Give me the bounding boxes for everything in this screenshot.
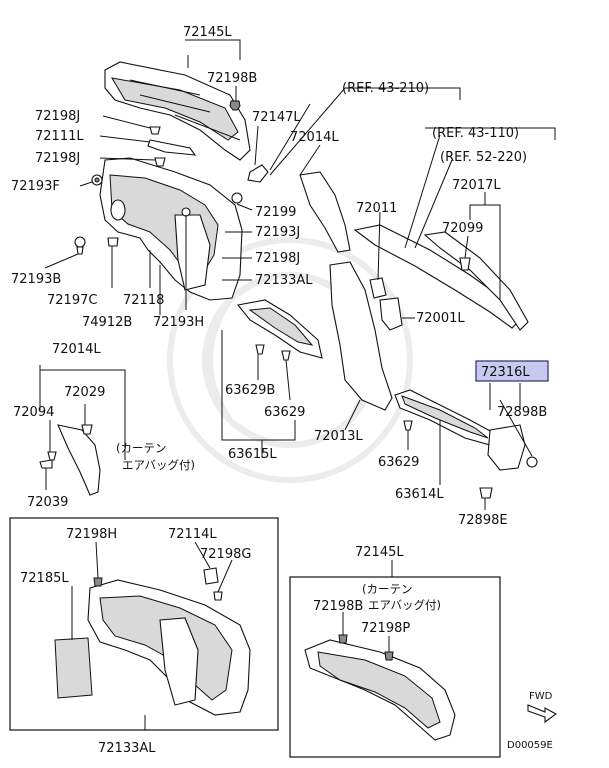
roof-rail-trim-72017L[interactable] — [353, 224, 529, 331]
bracket-72114L[interactable] — [203, 567, 219, 585]
clip-63629-b[interactable] — [403, 420, 413, 431]
highlight-72316L[interactable] — [475, 360, 549, 382]
clip-72898E[interactable] — [479, 487, 493, 499]
clip-72039[interactable] — [39, 459, 53, 469]
clip-72198J-b[interactable] — [154, 157, 166, 167]
clip-63629B[interactable] — [255, 344, 265, 355]
pillar-trim-72014L[interactable] — [299, 171, 351, 253]
label-63629-a[interactable]: 63629 — [264, 405, 305, 420]
inset-leaders-right — [342, 560, 393, 652]
clip-72898B[interactable] — [526, 456, 538, 468]
center-pillar-trim-72013L[interactable] — [329, 261, 393, 411]
inset-box-72145L — [289, 576, 501, 758]
ref-52-220: (REF. 52-220) — [440, 150, 527, 165]
label-63629B[interactable]: 63629B — [225, 383, 275, 398]
label-72193B[interactable]: 72193B — [11, 272, 61, 287]
label-72111L[interactable]: 72111L — [35, 129, 84, 144]
label-72198J-b[interactable]: 72198J — [35, 151, 80, 166]
label-63629-b[interactable]: 63629 — [378, 455, 419, 470]
bracket-72316L[interactable] — [487, 424, 526, 471]
reference-labels: (REF. 43-210) (REF. 43-110) (REF. 52-220… — [342, 81, 527, 165]
label-63615L[interactable]: 63615L — [228, 447, 277, 462]
label-72011[interactable]: 72011 — [356, 201, 397, 216]
inset-leaders-left — [71, 541, 233, 730]
label-72316L[interactable]: 72316L — [481, 365, 530, 380]
ref-43-110: (REF. 43-110) — [432, 126, 519, 141]
part-labels: 72145L 72198B 72147L 72198J 72111L 72198… — [11, 25, 549, 756]
label-72185L[interactable]: 72185L — [20, 571, 69, 586]
label-72198G[interactable]: 72198G — [200, 547, 251, 562]
note-curtain-airbag-left-1: (カーテン — [116, 441, 167, 455]
screw-72193F[interactable] — [91, 174, 103, 186]
label-72193F[interactable]: 72193F — [11, 179, 60, 194]
label-72198B-bottom[interactable]: 72198B — [313, 599, 363, 614]
diagram-code: D00059E — [507, 740, 553, 751]
scuff-plate-63615L[interactable] — [236, 299, 323, 359]
label-72198H[interactable]: 72198H — [66, 527, 117, 542]
label-72193H[interactable]: 72193H — [153, 315, 204, 330]
clip-72198G[interactable] — [213, 591, 223, 601]
fwd-label: FWD — [529, 691, 553, 702]
label-72898E[interactable]: 72898E — [458, 513, 508, 528]
clip-72193B[interactable] — [74, 236, 86, 255]
clip-72099[interactable] — [459, 257, 471, 271]
fwd-arrow-icon — [527, 704, 558, 724]
label-72145L-top[interactable]: 72145L — [183, 25, 232, 40]
clip-72198B-bottom[interactable] — [338, 634, 348, 644]
label-72145L-bottom[interactable]: 72145L — [355, 545, 404, 560]
clip-72198P[interactable] — [384, 651, 394, 661]
label-63614L[interactable]: 63614L — [395, 487, 444, 502]
label-72013L[interactable]: 72013L — [314, 429, 363, 444]
label-72039[interactable]: 72039 — [27, 495, 68, 510]
label-72014L-left[interactable]: 72014L — [52, 342, 101, 357]
note-curtain-airbag-box-2: エアバッグ付) — [368, 598, 441, 612]
label-72133AL-bottom[interactable]: 72133AL — [98, 741, 156, 756]
label-72029[interactable]: 72029 — [64, 385, 105, 400]
inset-box-72133AL — [9, 517, 279, 731]
label-72147L[interactable]: 72147L — [252, 110, 301, 125]
note-curtain-airbag-box-1: (カーテン — [362, 582, 413, 596]
label-72898B[interactable]: 72898B — [497, 405, 547, 420]
bracket-72147L[interactable] — [247, 164, 269, 183]
clip-63629-a[interactable] — [281, 350, 291, 361]
label-72198P[interactable]: 72198P — [361, 621, 410, 636]
bracket-72001L[interactable] — [379, 297, 403, 331]
clip-72198J-a[interactable] — [149, 126, 161, 135]
label-72094[interactable]: 72094 — [13, 405, 54, 420]
label-72199[interactable]: 72199 — [255, 205, 296, 220]
clip-72094[interactable] — [47, 451, 57, 461]
label-72197C[interactable]: 72197C — [47, 293, 97, 308]
label-74912B[interactable]: 74912B — [82, 315, 132, 330]
leader-lines — [39, 39, 556, 510]
label-72198J-a[interactable]: 72198J — [35, 109, 80, 124]
label-72017L[interactable]: 72017L — [452, 178, 501, 193]
clip-72197C[interactable] — [107, 237, 119, 247]
label-72118[interactable]: 72118 — [123, 293, 164, 308]
label-72133AL-mid[interactable]: 72133AL — [255, 273, 313, 288]
quarter-trim-72133AL[interactable] — [99, 157, 243, 301]
pillar-trim-72014L-left[interactable] — [57, 424, 101, 496]
label-72014L-mid[interactable]: 72014L — [290, 130, 339, 145]
clip-72029[interactable] — [81, 424, 93, 435]
notes: (カーテン エアバッグ付) (カーテン エアバッグ付) — [116, 441, 441, 612]
label-72198J-c[interactable]: 72198J — [255, 251, 300, 266]
inset-quarter-trim-72133AL[interactable] — [87, 579, 251, 716]
note-curtain-airbag-left-2: エアバッグ付) — [122, 458, 195, 472]
clip-72198B-top[interactable] — [229, 100, 241, 111]
clip-72193H[interactable] — [181, 207, 191, 217]
clip-72199[interactable] — [231, 192, 243, 204]
bracket-72111L[interactable] — [147, 139, 197, 156]
sheet-72185L[interactable] — [54, 637, 93, 699]
scuff-plate-63614L[interactable] — [394, 389, 493, 446]
ref-43-210: (REF. 43-210) — [342, 81, 429, 96]
clip-72198H[interactable] — [93, 577, 103, 587]
upper-quarter-trim[interactable] — [104, 61, 251, 161]
inset-upper-trim-72145L[interactable] — [304, 639, 456, 741]
label-72193J[interactable]: 72193J — [255, 225, 300, 240]
label-72198B-top[interactable]: 72198B — [207, 71, 257, 86]
label-72099[interactable]: 72099 — [442, 221, 483, 236]
label-72001L[interactable]: 72001L — [416, 311, 465, 326]
label-72114L[interactable]: 72114L — [168, 527, 217, 542]
